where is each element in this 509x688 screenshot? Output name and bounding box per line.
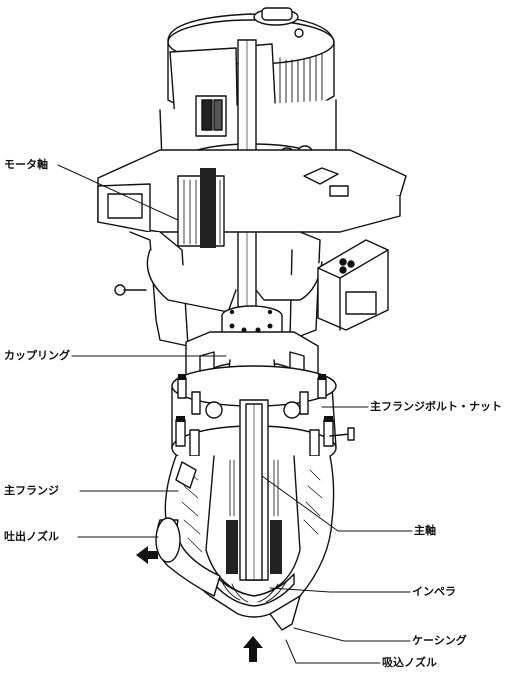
discharge-flow-arrow bbox=[136, 546, 158, 564]
leader-suction-nozzle bbox=[285, 639, 381, 664]
label-main-shaft: 主軸 bbox=[414, 524, 436, 537]
label-suction-nozzle: 吸込ノズル bbox=[382, 656, 437, 669]
label-casing: ケーシング bbox=[412, 634, 467, 647]
label-main-flange-bolt-nut: 主フランジボルト・ナット bbox=[370, 400, 502, 413]
label-motor-shaft: モータ軸 bbox=[4, 158, 48, 171]
motor-stand-frame bbox=[97, 149, 407, 347]
label-impeller: インペラ bbox=[412, 585, 456, 598]
leader-casing bbox=[293, 627, 411, 642]
leader-lines bbox=[57, 164, 413, 664]
label-main-flange: 主フランジ bbox=[4, 484, 59, 497]
label-discharge-nozzle: 吐出ノズル bbox=[4, 530, 59, 543]
label-coupling: カップリング bbox=[4, 349, 70, 362]
leader-impeller bbox=[269, 587, 411, 593]
suction-flow-arrow bbox=[243, 636, 263, 662]
leader-motor-shaft bbox=[57, 164, 179, 221]
discharge-nozzle-body bbox=[155, 461, 221, 597]
leader-main-shaft bbox=[261, 475, 413, 532]
